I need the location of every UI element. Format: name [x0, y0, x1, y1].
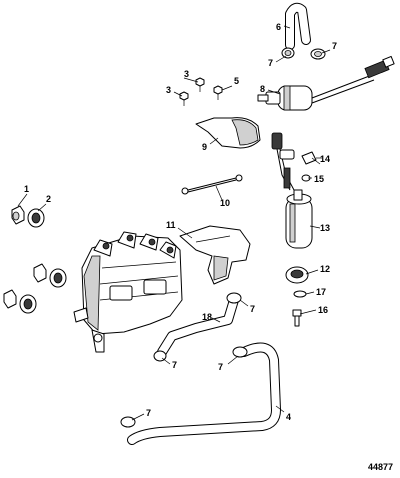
- o-ring-17: [293, 290, 307, 298]
- callout-6: 6: [276, 22, 281, 32]
- fuel-pump-13: [285, 189, 313, 249]
- connector-14: [301, 151, 322, 165]
- clamp-7-top-right: [310, 48, 326, 60]
- fitting-16: [292, 309, 302, 327]
- callout-7-top-left: 7: [268, 58, 273, 68]
- callout-11: 11: [166, 220, 176, 230]
- callout-4: 4: [286, 412, 291, 422]
- harness-13-14: [271, 132, 295, 191]
- clamp-7-hose4-top: [232, 346, 248, 358]
- grommet-2-mid: [49, 268, 67, 288]
- callout-7-hose4-bottom: 7: [146, 408, 151, 418]
- clamp-7-hose18-top: [226, 292, 242, 304]
- callout-12: 12: [320, 264, 330, 274]
- grommet-2: [27, 208, 45, 228]
- hose-18: [157, 295, 239, 357]
- figure-number: 44877: [368, 462, 393, 472]
- clamp-7-hose4-bottom: [120, 416, 136, 428]
- callout-13: 13: [320, 223, 330, 233]
- screw-5: [213, 85, 223, 100]
- grommet-2-low: [19, 294, 37, 314]
- hose-6: [285, 2, 311, 50]
- callout-labels: 1 2 3 3 4 5 6 7 7 7 7 7 7 7 8 9 10 11 12…: [24, 22, 337, 422]
- callout-3-lower: 3: [166, 85, 171, 95]
- callout-5: 5: [234, 76, 239, 86]
- hose-4: [127, 342, 281, 445]
- vapor-separator-assembly: [73, 231, 183, 353]
- callout-10: 10: [220, 198, 230, 208]
- callout-7-hose18-top: 7: [250, 304, 255, 314]
- callout-14: 14: [320, 154, 330, 164]
- callout-7-top-right: 7: [332, 41, 337, 51]
- cap-1-mid: [33, 263, 47, 283]
- callout-2: 2: [46, 194, 51, 204]
- bracket-11: [179, 225, 251, 285]
- callout-7-hose18-bottom: 7: [172, 360, 177, 370]
- callout-17: 17: [316, 287, 326, 297]
- fuel-pump-8: [257, 55, 395, 111]
- callout-18: 18: [202, 312, 212, 322]
- cap-1: [11, 205, 25, 225]
- callout-7-hose4-top: 7: [218, 362, 223, 372]
- leader-lines: [17, 25, 331, 421]
- screw-3-upper: [195, 77, 205, 92]
- callout-16: 16: [318, 305, 328, 315]
- callout-9: 9: [202, 142, 207, 152]
- cap-1-low: [3, 289, 17, 309]
- callout-1: 1: [24, 184, 29, 194]
- grommet-12: [285, 266, 309, 284]
- callout-8: 8: [260, 84, 265, 94]
- screw-3-lower: [179, 91, 189, 106]
- bracket-9: [195, 117, 261, 149]
- ground-strap-10: [181, 174, 243, 195]
- callout-3-upper: 3: [184, 69, 189, 79]
- callout-15: 15: [314, 174, 324, 184]
- clamp-7-top-left: [281, 47, 295, 59]
